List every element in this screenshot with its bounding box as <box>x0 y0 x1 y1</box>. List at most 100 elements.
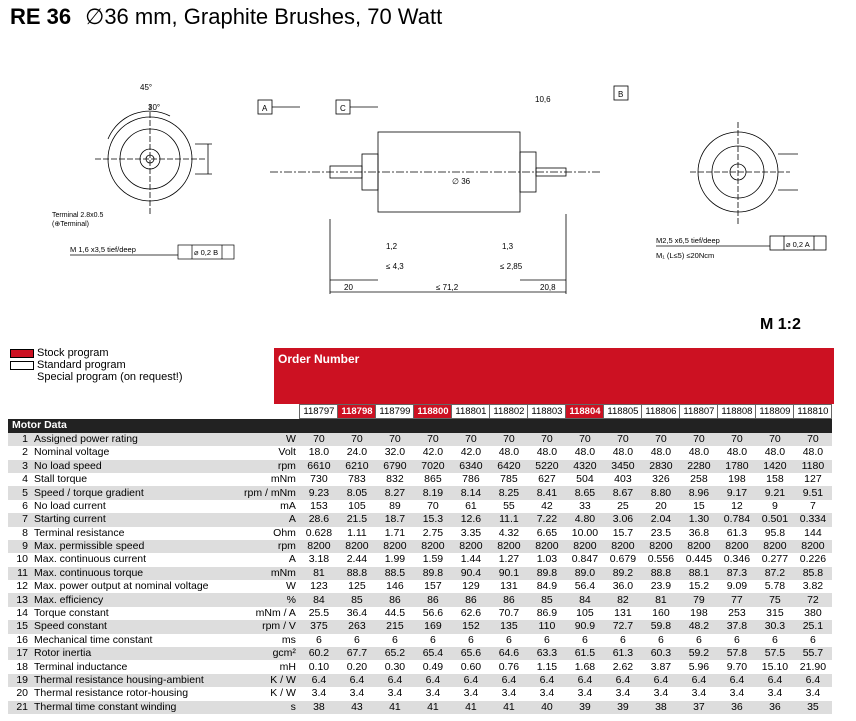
row-value: 15.10 <box>755 660 794 674</box>
spacer <box>244 405 300 419</box>
row-value: 55 <box>489 499 528 514</box>
row-unit: W <box>244 580 300 594</box>
row-value: 48.0 <box>603 446 642 460</box>
row-value: 8200 <box>641 539 680 554</box>
row-value: 6340 <box>451 459 490 473</box>
row-unit: mNm <box>244 566 300 581</box>
row-unit: Ohm <box>244 526 300 540</box>
row-value: 60.2 <box>299 647 338 661</box>
row-value: 95.8 <box>755 526 794 540</box>
row-value: 21.90 <box>793 660 832 674</box>
order-number: 118799 <box>375 403 415 420</box>
row-value: 65.6 <box>451 647 490 661</box>
spacer <box>337 418 376 433</box>
dim-285: ≤ 2,85 <box>500 262 523 271</box>
row-number: 6 <box>8 499 34 514</box>
row-value: 86.9 <box>527 606 566 621</box>
row-value: 4320 <box>565 459 604 473</box>
row-value: 9 <box>755 499 794 514</box>
row-value: 865 <box>413 472 452 487</box>
angle-30-label: 30° <box>148 103 160 112</box>
row-unit: ms <box>244 633 300 648</box>
row-value: 39 <box>565 700 604 714</box>
row-value: 37 <box>679 700 718 714</box>
row-label: Terminal resistance <box>34 526 244 540</box>
row-value: 6.4 <box>489 673 528 688</box>
row-value: 0.847 <box>565 553 604 567</box>
row-value: 12 <box>717 499 756 514</box>
tolerance-left: ⌀ 0,2 B <box>194 248 218 257</box>
row-value: 6 <box>717 633 756 648</box>
row-value: 35 <box>793 700 832 714</box>
row-value: 36.0 <box>603 580 642 594</box>
row-value: 41 <box>375 700 414 714</box>
row-label: Speed / torque gradient <box>34 486 244 500</box>
row-value: 8200 <box>755 539 794 554</box>
row-value: 1.30 <box>679 513 718 527</box>
row-value: 90.9 <box>565 620 604 634</box>
row-value: 81 <box>641 593 680 607</box>
row-value: 0.226 <box>793 553 832 567</box>
row-value: 2.75 <box>413 526 452 540</box>
order-number: 118804 <box>565 403 605 420</box>
row-value: 153 <box>299 499 338 514</box>
row-value: 0.277 <box>755 553 794 567</box>
row-label: Mechanical time constant <box>34 633 244 648</box>
row-value: 253 <box>717 606 756 621</box>
row-unit: rpm / V <box>244 620 300 634</box>
row-value: 11.1 <box>489 513 528 527</box>
row-number: 12 <box>8 580 34 594</box>
row-value: 86 <box>375 593 414 607</box>
row-value: 39 <box>603 700 642 714</box>
row-number: 11 <box>8 566 34 581</box>
page-title: RE 36∅36 mm, Graphite Brushes, 70 Watt <box>10 4 442 30</box>
row-unit: gcm² <box>244 647 300 661</box>
row-value: 3.35 <box>451 526 490 540</box>
row-value: 4.80 <box>565 513 604 527</box>
row-label: No load current <box>34 499 244 514</box>
spacer <box>603 418 642 433</box>
row-value: 41 <box>451 700 490 714</box>
row-value: 8.41 <box>527 486 566 500</box>
row-unit: K / W <box>244 673 300 688</box>
row-value: 70 <box>603 432 642 447</box>
row-value: 0.30 <box>375 660 414 674</box>
row-value: 6 <box>679 633 718 648</box>
row-value: 3.4 <box>413 687 452 701</box>
order-number: 118802 <box>489 403 529 420</box>
order-number: 118797 <box>299 403 339 420</box>
terminal-label-2: (⊕Terminal) <box>52 221 89 228</box>
row-value: 61 <box>451 499 490 514</box>
row-label: Max. continuous current <box>34 553 244 567</box>
row-value: 89.0 <box>565 566 604 581</box>
row-value: 42.0 <box>413 446 452 460</box>
row-value: 263 <box>337 620 376 634</box>
row-value: 3.4 <box>755 687 794 701</box>
row-value: 6.4 <box>679 673 718 688</box>
row-value: 48.0 <box>641 446 680 460</box>
dim-13: 1,3 <box>502 242 514 251</box>
row-value: 146 <box>375 580 414 594</box>
row-value: 135 <box>489 620 528 634</box>
row-value: 89.2 <box>603 566 642 581</box>
row-label: Torque constant <box>34 606 244 621</box>
row-value: 6.4 <box>337 673 376 688</box>
row-value: 77 <box>717 593 756 607</box>
row-value: 131 <box>603 606 642 621</box>
row-value: 380 <box>793 606 832 621</box>
dim-712: ≤ 71,2 <box>436 283 459 292</box>
order-number: 118800 <box>413 403 453 420</box>
dim-208: 20,8 <box>540 283 556 292</box>
row-value: 70.7 <box>489 606 528 621</box>
row-value: 6 <box>375 633 414 648</box>
row-label: Nominal voltage <box>34 446 244 460</box>
row-unit: Volt <box>244 446 300 460</box>
row-value: 6790 <box>375 459 414 473</box>
row-value: 81 <box>299 566 338 581</box>
row-value: 6 <box>793 633 832 648</box>
row-value: 82 <box>603 593 642 607</box>
